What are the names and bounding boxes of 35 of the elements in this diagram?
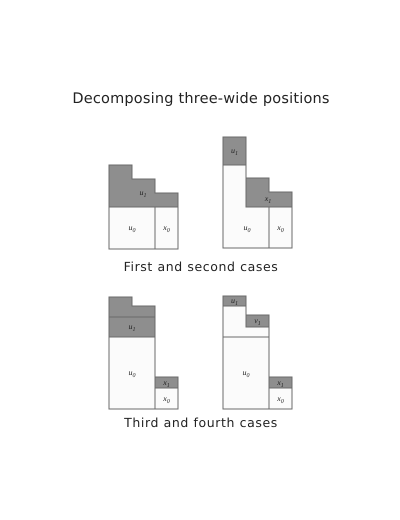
shaded-block [155,377,178,388]
blank-block [155,207,178,249]
variable-label: x$_{1}$ [277,378,284,386]
blank-block [109,337,155,409]
shaded-block [246,178,292,207]
variable-label: u$_{0}$ [242,369,250,377]
figure-caption: Third and fourth cases [124,416,278,430]
blank-block [223,165,269,248]
variable-label: u$_{1}$ [231,297,238,305]
variable-label: x$_{0}$ [163,224,170,232]
variable-label: u$_{0}$ [244,224,250,232]
figure-caption: First and second cases [124,260,278,274]
shaded-block [109,317,155,337]
shaded-block [109,297,155,317]
variable-label: x$_{0}$ [277,394,284,402]
variable-label: x$_{0}$ [163,394,170,402]
blank-block [109,207,155,249]
variable-label: v$_{1}$ [254,317,261,325]
shaded-block [223,137,246,165]
shaded-block [109,165,178,207]
variable-label: u$_{1}$ [140,189,146,197]
variable-label: u$_{0}$ [128,369,136,377]
variable-label: x$_{1}$ [163,378,170,386]
variable-label: u$_{1}$ [128,323,136,331]
title: Decomposing three-wide positions [72,91,330,108]
variable-label: x$_{0}$ [277,224,284,232]
variable-label: x$_{1}$ [264,195,272,203]
shaded-block [246,315,269,327]
blank-block [269,388,292,409]
variable-label: u$_{1}$ [231,147,238,155]
blank-block [155,388,178,409]
shaded-block [269,377,292,388]
blank-block [269,207,292,248]
variable-label: u$_{0}$ [128,224,136,232]
shaded-block [223,296,246,306]
